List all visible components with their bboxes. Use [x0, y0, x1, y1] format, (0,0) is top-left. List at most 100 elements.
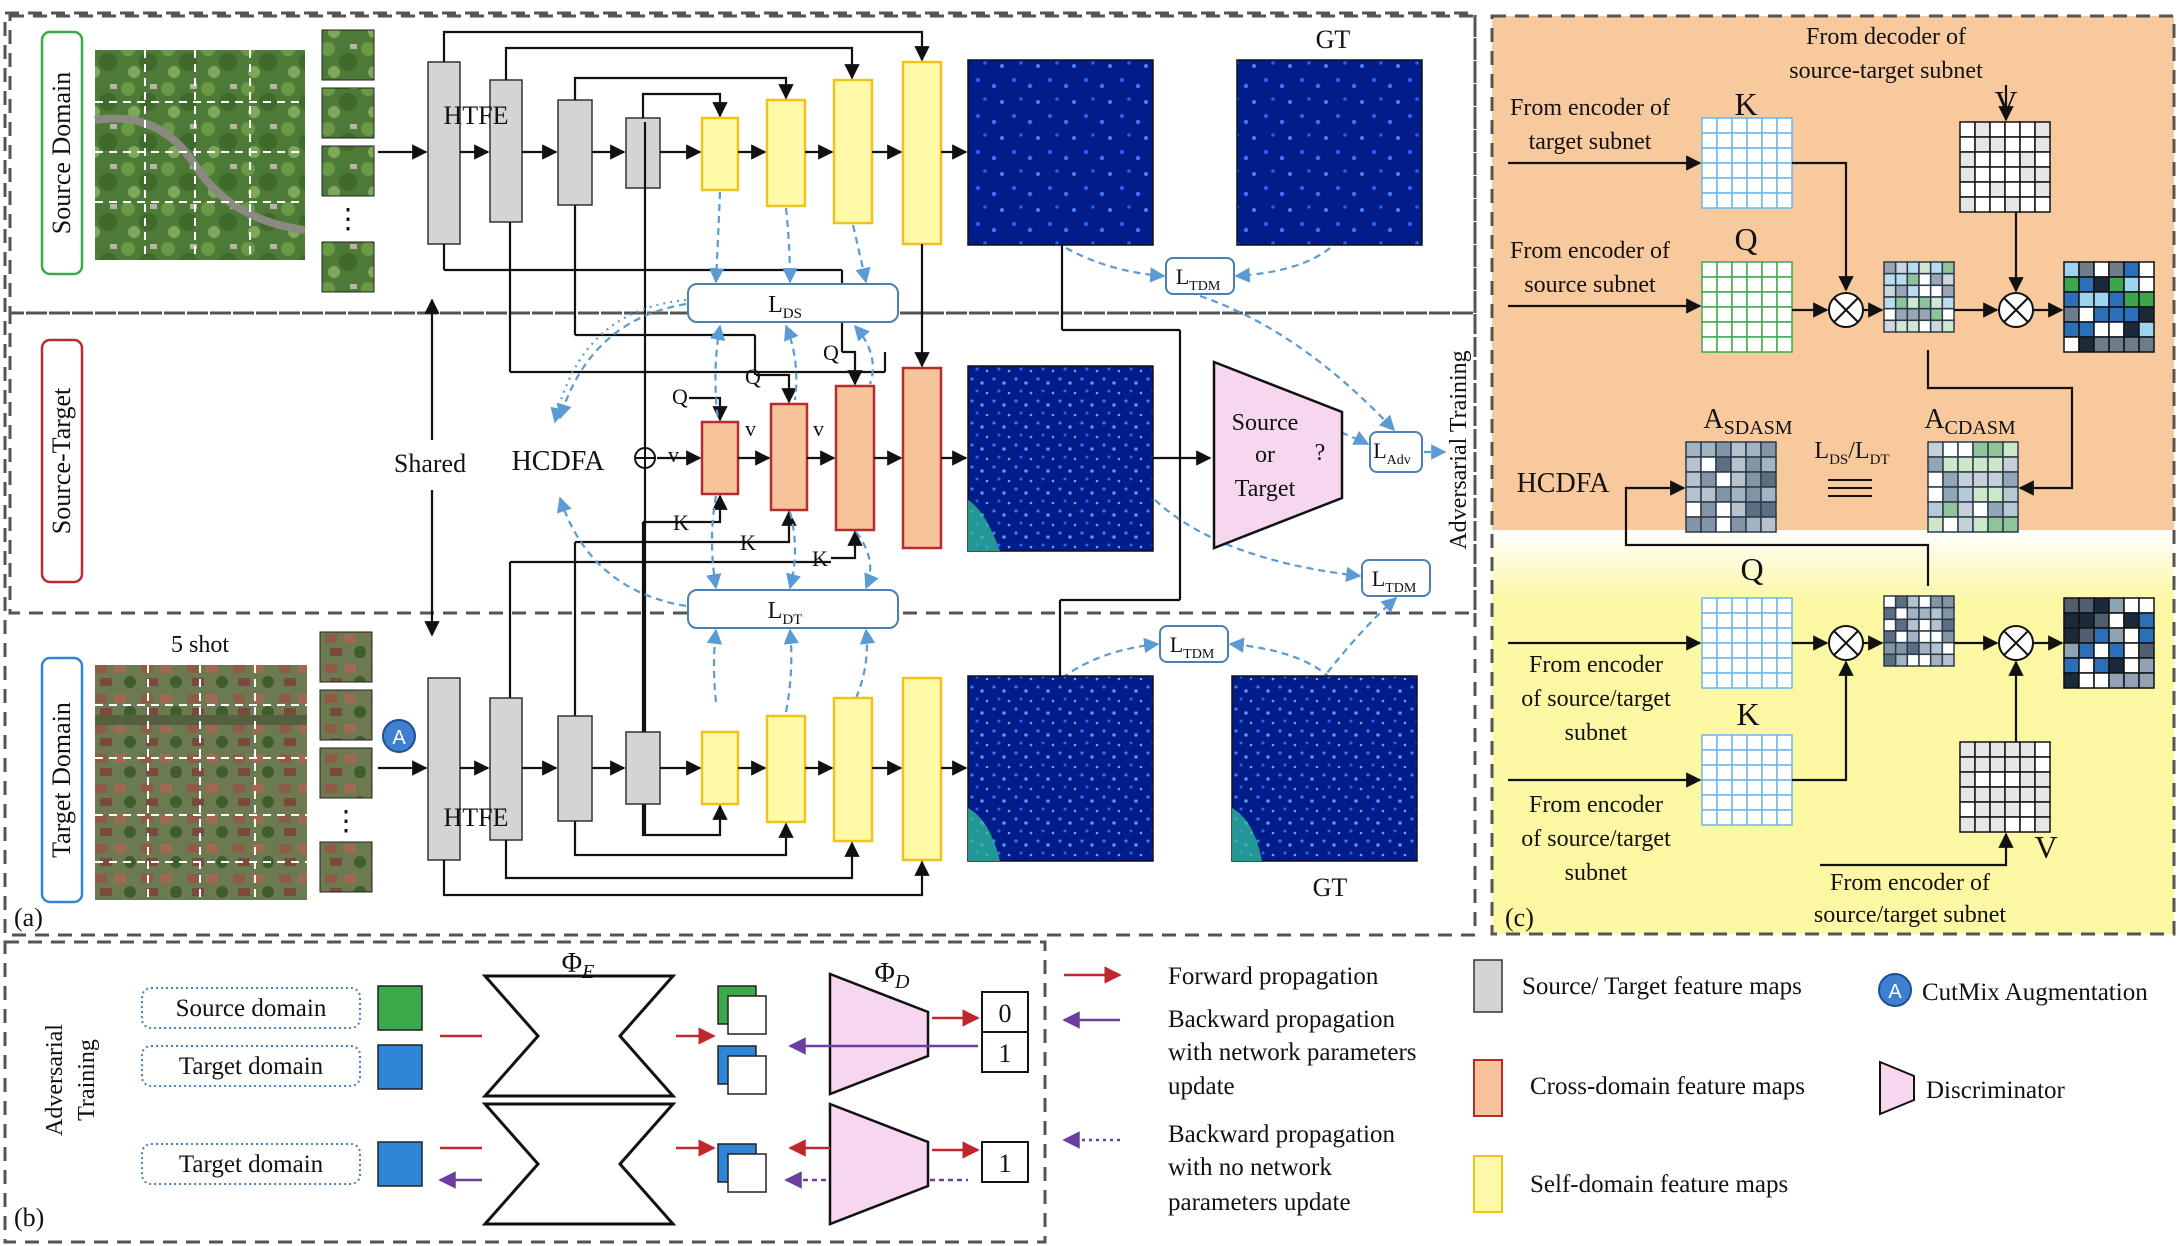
grid-cell — [2138, 612, 2155, 629]
grid-cell — [2078, 597, 2095, 614]
gt-label-target: GT — [1313, 873, 1348, 902]
grid-cell — [1761, 657, 1778, 674]
multiply-node-bottom-1 — [1828, 625, 1864, 661]
from-enc-st-c-2: source/target subnet — [1814, 902, 2006, 928]
svg-text:ASDASM: ASDASM — [1703, 404, 1792, 439]
grid-cell — [1894, 595, 1909, 609]
grid-cell — [1987, 471, 2004, 488]
grid-cell — [1776, 177, 1793, 194]
svg-text:Source domain: Source domain — [176, 995, 327, 1022]
grid-cell — [1918, 653, 1932, 667]
source-square — [377, 985, 423, 1031]
grid-cell — [2034, 196, 2051, 213]
grid-cell — [1761, 192, 1778, 209]
grid-cell — [1760, 486, 1777, 503]
grid-cell — [2093, 612, 2110, 629]
grid-cell — [1776, 162, 1793, 179]
grid-cell — [1716, 132, 1733, 149]
k-label-bottom: K — [1736, 696, 1759, 732]
from-decoder-text-2: source-target subnet — [1789, 58, 1983, 84]
grid-cell — [1906, 618, 1920, 632]
q-label-top: Q — [1734, 221, 1757, 257]
grid-cell — [2078, 306, 2095, 323]
panel-c: From decoder of source-target subnet Fro… — [1490, 14, 2176, 936]
grid-cell — [1746, 276, 1763, 293]
grid-cell — [1716, 117, 1733, 134]
grid-cell — [2034, 181, 2051, 198]
grid-cell — [1701, 612, 1718, 629]
grid-cell — [1776, 627, 1793, 644]
grid-cell — [2002, 486, 2019, 503]
target-aerial-image — [95, 665, 307, 900]
grid-cell — [2078, 291, 2095, 308]
legend-yellow-text: Self-domain feature maps — [1530, 1171, 1788, 1198]
grid-cell — [1716, 597, 1733, 614]
grid-cell — [1731, 261, 1748, 278]
grid-cell — [1959, 771, 1976, 788]
grid-cell — [1894, 284, 1909, 298]
legend-backward-update-text-2: with network parameters — [1168, 1039, 1417, 1066]
from-enc-source-text-2: source subnet — [1524, 272, 1656, 298]
grid-cell — [2034, 816, 2051, 833]
grid-cell — [1959, 121, 1976, 138]
grid-cell — [2123, 672, 2140, 689]
grid-cell — [1929, 618, 1944, 632]
from-enc-target-text-1: From encoder of — [1510, 95, 1670, 121]
hcdfa-label-c: HCDFA — [1517, 468, 1611, 499]
grid-cell — [1716, 627, 1733, 644]
grid-cell — [1730, 441, 1747, 458]
from-enc-st-a-3: subnet — [1565, 720, 1628, 746]
grid-cell — [2108, 642, 2125, 659]
grid-cell — [1761, 132, 1778, 149]
svg-text:LAdv: LAdv — [1373, 438, 1411, 468]
grid-cell — [1776, 657, 1793, 674]
grid-cell — [1974, 136, 1991, 153]
svg-text:0: 0 — [999, 999, 1012, 1028]
grid-cell — [2019, 136, 2036, 153]
grid-cell — [2108, 657, 2125, 674]
legend-backward-update-text-3: update — [1168, 1073, 1235, 1100]
grid-cell — [1716, 336, 1733, 353]
grid-cell — [1701, 132, 1718, 149]
grid-cell — [1716, 642, 1733, 659]
grid-cell — [1716, 749, 1733, 766]
grid-cell — [1731, 291, 1748, 308]
grid-cell — [1776, 192, 1793, 209]
shared-label: Shared — [394, 449, 466, 478]
source-domain-pill: Source domain — [141, 987, 361, 1029]
grid-cell — [1716, 162, 1733, 179]
grid-cell — [2093, 657, 2110, 674]
grid-cell — [1776, 642, 1793, 659]
grid-cell — [1761, 321, 1778, 338]
grid-cell — [1700, 456, 1717, 473]
legend-orange-swatch — [1473, 1059, 1503, 1117]
attention-grid-top — [1883, 261, 1955, 333]
grid-cell — [1701, 794, 1718, 811]
grid-cell — [1701, 657, 1718, 674]
grid-cell — [1989, 151, 2006, 168]
grid-cell — [1974, 816, 1991, 833]
source-prediction-map — [967, 59, 1154, 246]
grid-cell — [1974, 151, 1991, 168]
grid-cell — [1685, 516, 1702, 533]
grid-cell — [1760, 471, 1777, 488]
grid-cell — [1941, 653, 1955, 667]
grid-cell — [1929, 641, 1944, 656]
grid-cell — [1929, 319, 1944, 333]
grid-cell — [2108, 597, 2125, 614]
grid-cell — [2078, 627, 2095, 644]
grid-cell — [1957, 441, 1974, 458]
grid-cell — [1929, 307, 1944, 322]
grid-cell — [1941, 618, 1955, 632]
grid-cell — [1700, 441, 1717, 458]
grid-cell — [1761, 779, 1778, 796]
grid-cell — [2078, 261, 2095, 278]
grid-cell — [1701, 306, 1718, 323]
grid-cell — [1701, 291, 1718, 308]
grid-cell — [1959, 181, 1976, 198]
from-enc-target-text-2: target subnet — [1529, 129, 1652, 155]
grid-cell — [1918, 261, 1932, 275]
grid-cell — [1989, 741, 2006, 758]
grid-cell — [2123, 291, 2140, 308]
grid-cell — [2093, 261, 2110, 278]
